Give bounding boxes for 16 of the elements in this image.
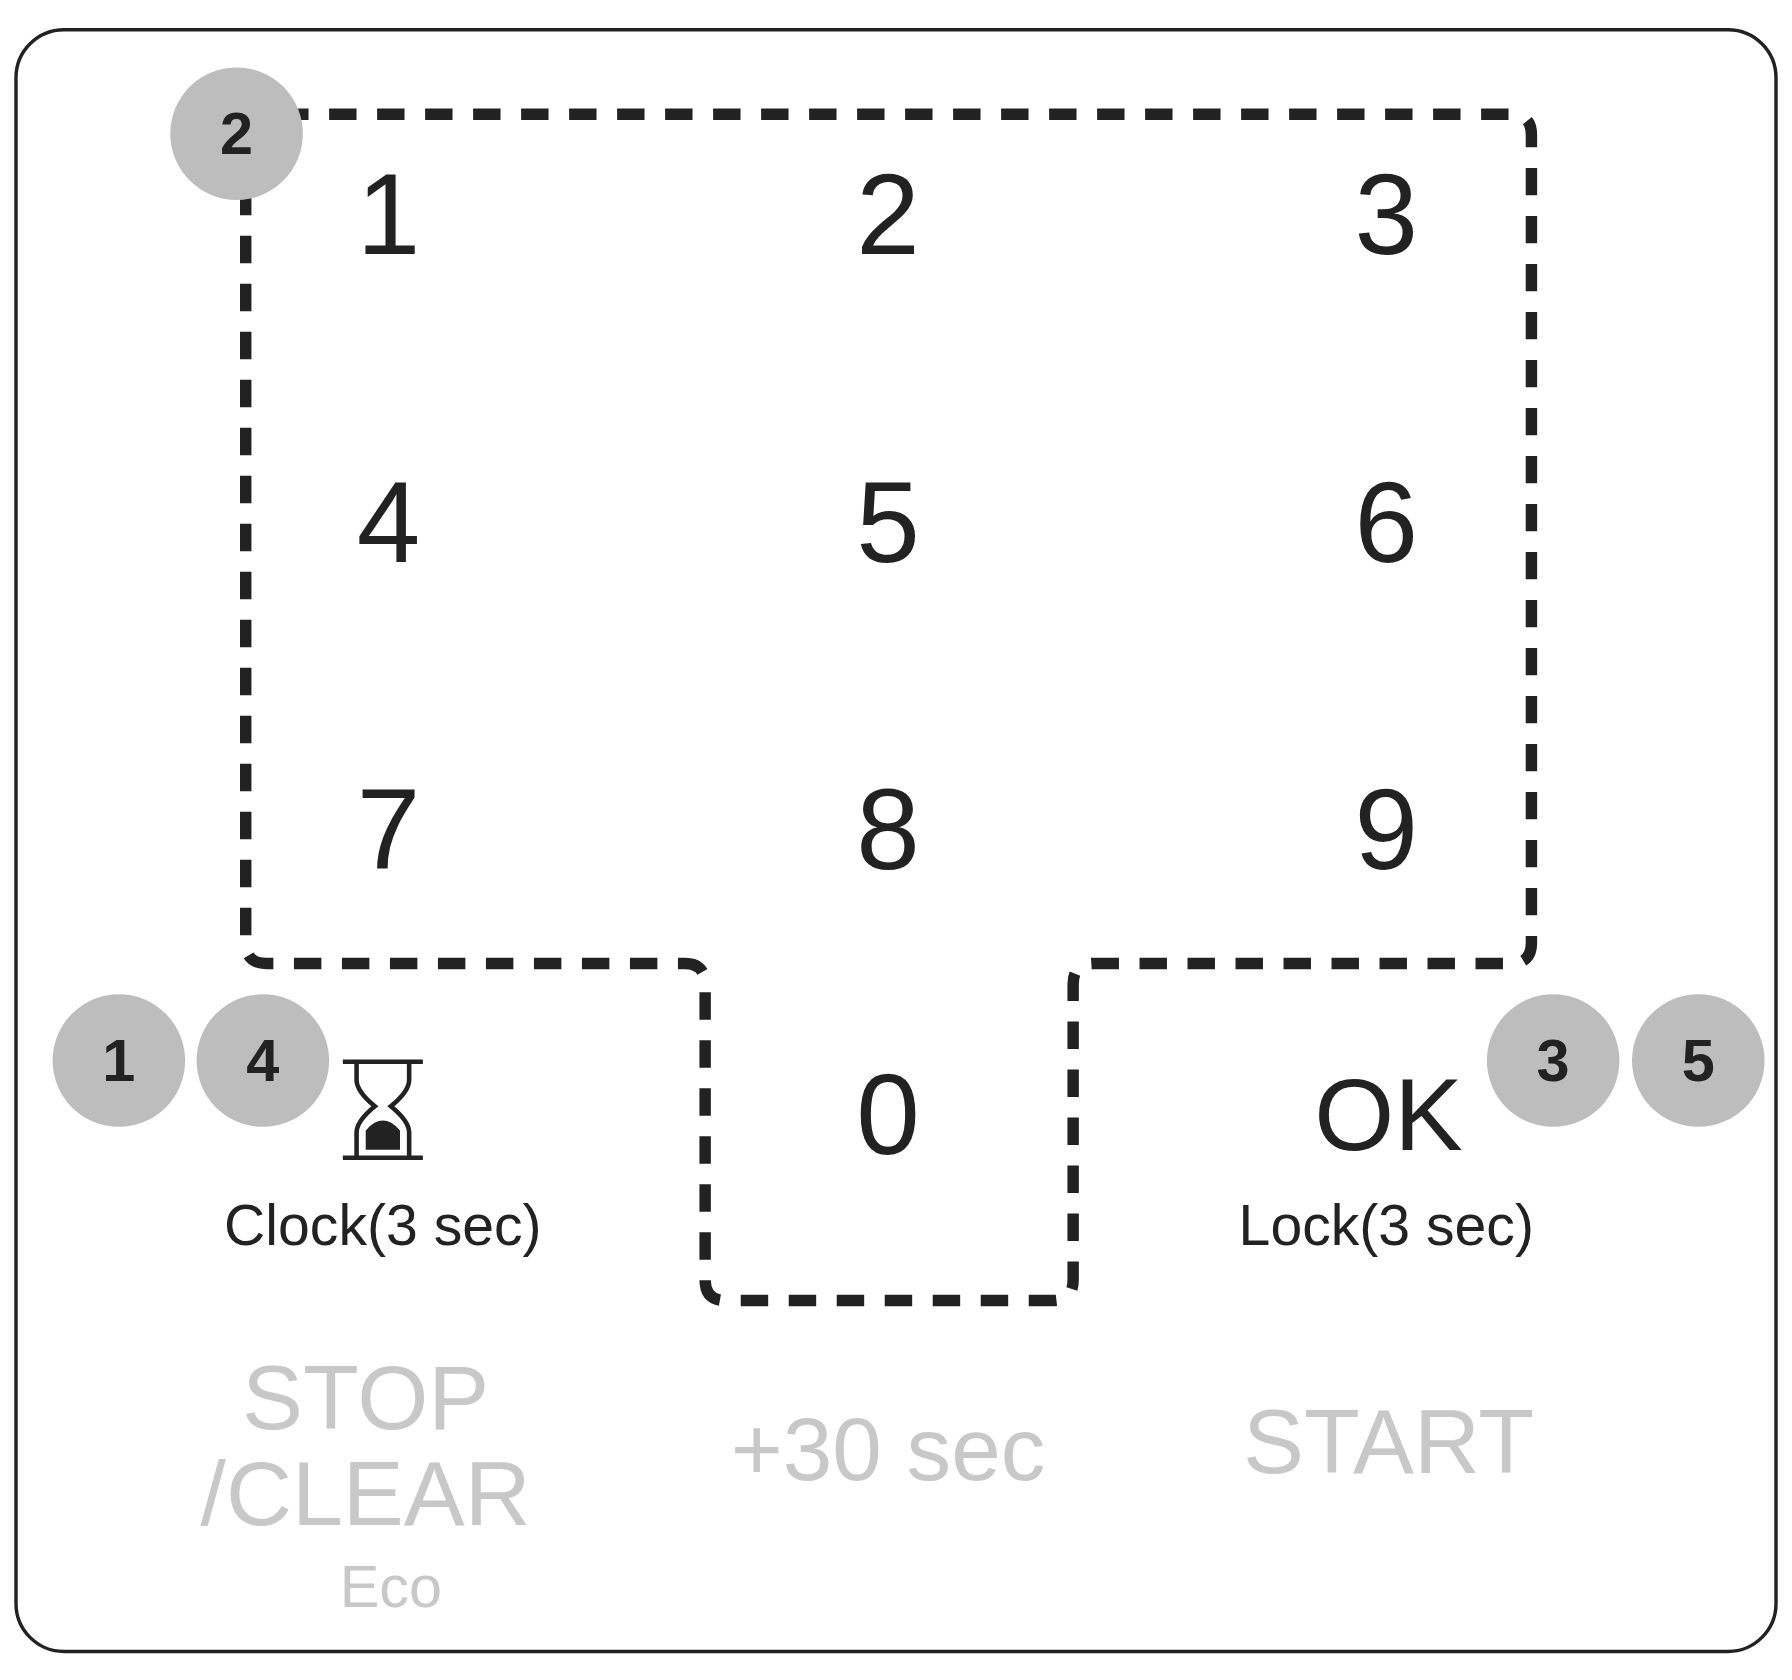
callout-number: 3 — [1486, 994, 1620, 1127]
key-label: 1 — [356, 156, 421, 271]
key-label: 5 — [856, 465, 920, 580]
key-label: 8 — [856, 771, 920, 886]
key-label: 0 — [856, 1057, 920, 1172]
key-label: OK — [1314, 1062, 1463, 1166]
key-label: 3 — [1354, 156, 1419, 271]
key-label: 2 — [856, 156, 920, 271]
callout-number: 1 — [52, 994, 186, 1127]
key-label: 4 — [356, 465, 421, 580]
callout-number: 4 — [196, 994, 330, 1127]
key-label: 6 — [1354, 465, 1419, 580]
callout-number: 2 — [170, 67, 303, 200]
key-label: 7 — [356, 771, 421, 886]
key-label: 9 — [1354, 771, 1419, 886]
callout-number: 5 — [1632, 994, 1765, 1127]
